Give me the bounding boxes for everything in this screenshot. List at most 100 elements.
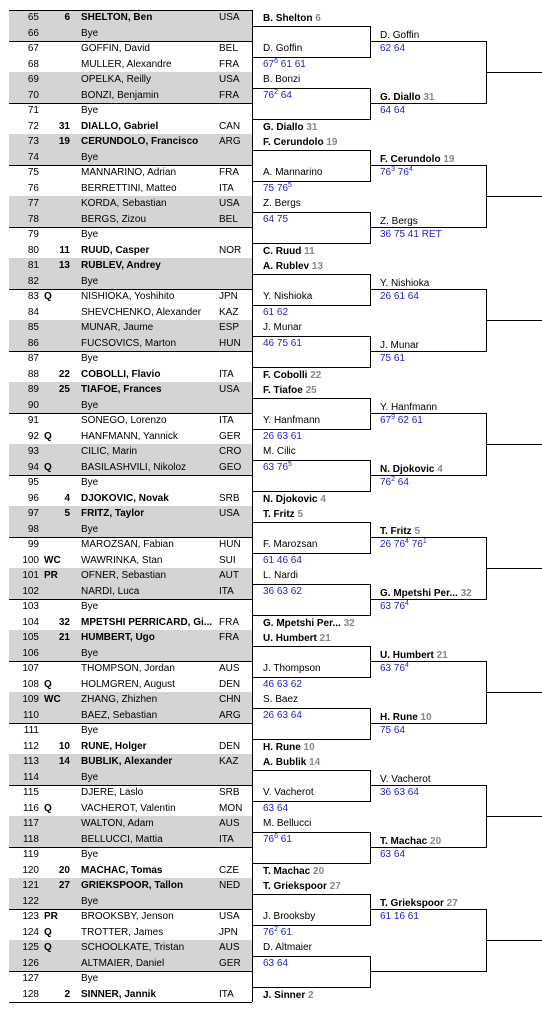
bracket-line	[252, 893, 370, 895]
match-separator	[9, 289, 252, 290]
seed-number: 4	[64, 492, 70, 504]
player-name: BONZI, Benjamin	[81, 89, 159, 101]
score-sets: 76	[263, 833, 275, 845]
score-sets: 36 63 62	[263, 585, 302, 597]
round3-player: T. Fritz 5	[380, 526, 420, 538]
player-name: ZHANG, Zhizhen	[81, 694, 158, 705]
bracket-line	[252, 397, 370, 399]
score-sets: 61 16 61	[380, 911, 419, 922]
country-code: JPN	[219, 926, 238, 938]
round3-score: 26 61 64	[380, 291, 419, 303]
match-separator	[9, 599, 252, 600]
country-code: ITA	[219, 182, 234, 194]
draw-position: 71	[27, 105, 39, 116]
round2-player: H. Rune 10	[263, 742, 315, 754]
tiebreak-score: 5	[288, 181, 292, 189]
round2-player: G. Diallo 31	[263, 122, 317, 134]
draw-position: 86	[27, 337, 39, 349]
country-code: DEN	[219, 740, 241, 752]
round2-player: G. Mpetshi Per... 32	[263, 618, 355, 630]
player-short-name: Y. Nishioka	[380, 277, 430, 289]
country-code: ESP	[219, 322, 240, 333]
bracket-line	[252, 552, 370, 554]
row-shade	[9, 397, 252, 413]
draw-position: 88	[27, 368, 39, 380]
seed-number: 27	[443, 897, 458, 909]
player-short-name: J. Thompson	[263, 663, 321, 674]
bracket-line	[370, 971, 486, 972]
draw-position: 98	[27, 523, 39, 535]
seed-number: 32	[58, 616, 70, 628]
player-short-name: B. Bonzi	[263, 74, 301, 85]
country-code: GER	[219, 957, 241, 969]
draw-position: 65	[27, 12, 39, 23]
row-shade	[9, 506, 252, 522]
country-code: AUT	[219, 570, 239, 581]
player-name: Bye	[81, 353, 99, 364]
tiebreak-score: 6	[274, 57, 279, 65]
row-shade	[9, 258, 252, 274]
draw-position: 80	[27, 244, 39, 256]
player-name: Bye	[81, 973, 99, 984]
seed-number: 13	[58, 260, 70, 271]
country-code: SRB	[219, 787, 240, 798]
row-shade	[9, 196, 252, 212]
round3-player: G. Mpetshi Per... 32	[380, 588, 472, 600]
country-code: FRA	[219, 89, 239, 101]
row-shade	[9, 568, 252, 584]
score-sets: 64 75	[263, 213, 289, 225]
bracket-line	[252, 10, 253, 1002]
entry-type: PR	[44, 911, 58, 922]
player-name: DIALLO, Gabriel	[81, 120, 159, 132]
bracket-line	[370, 165, 486, 166]
player-short-name: D. Goffin	[380, 29, 420, 41]
round3-score: 36 75 41 RET	[380, 229, 442, 241]
row-shade	[9, 521, 252, 537]
score-sets: 76	[380, 477, 392, 488]
player-name: BROOKSBY, Jenson	[81, 911, 174, 922]
bracket-line	[370, 41, 486, 42]
match-separator	[9, 475, 252, 476]
player-short-name: T. Griekspoor	[263, 881, 327, 892]
player-name: Bye	[81, 647, 99, 659]
country-code: KAZ	[219, 756, 239, 767]
draw-position: 103	[22, 601, 39, 612]
bracket-line	[370, 599, 486, 600]
draw-position: 101	[22, 570, 39, 581]
round3-player: V. Vacherot	[380, 774, 431, 786]
score-sets: 62 61	[395, 415, 423, 426]
country-code: CAN	[219, 120, 241, 132]
draw-position: 95	[27, 477, 39, 488]
player-name: FRITZ, Taylor	[81, 508, 145, 519]
round1-score: 26 63 61	[263, 431, 302, 443]
bracket-line	[252, 924, 370, 926]
player-name: WAWRINKA, Stan	[81, 554, 163, 566]
row-shade	[9, 459, 252, 475]
round1-score: 61 62	[263, 307, 288, 319]
bracket-line	[252, 676, 370, 678]
bracket-line	[370, 909, 486, 910]
draw-position: 106	[22, 647, 39, 659]
player-name: NARDI, Luca	[81, 585, 140, 597]
match-separator	[9, 103, 252, 104]
score-sets: 61 61	[278, 58, 306, 70]
player-short-name: Y. Hanfmann	[263, 415, 321, 426]
round2-score: 46 75 61	[263, 338, 302, 350]
match-separator	[9, 847, 252, 848]
country-code: USA	[219, 74, 240, 85]
seed-number: 32	[457, 587, 472, 599]
bracket-line	[486, 196, 542, 197]
player-short-name: D. Altmaier	[263, 942, 312, 953]
draw-position: 82	[27, 275, 39, 287]
round2-player: Y. Nishioka	[263, 291, 312, 303]
draw-position: 111	[23, 725, 39, 736]
draw-position: 84	[27, 306, 39, 318]
round3-player: Y. Hanfmann	[380, 402, 437, 414]
round3-score: 762 64	[380, 476, 409, 489]
draw-position: 113	[23, 756, 39, 767]
score-sets: 64	[278, 89, 292, 101]
bracket-line	[252, 521, 370, 523]
bracket-line	[370, 785, 486, 786]
round3-score: 679 62 61	[380, 414, 423, 427]
